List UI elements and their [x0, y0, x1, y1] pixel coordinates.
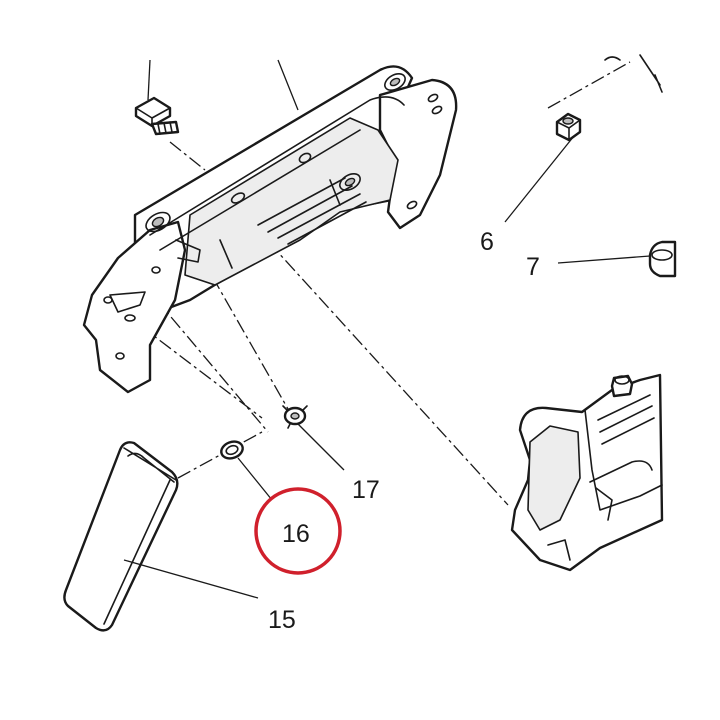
callout-6: 6: [480, 228, 494, 256]
callout-15: 15: [268, 606, 296, 634]
leader-lines: [123, 59, 651, 599]
callout-17: 17: [352, 476, 380, 504]
washer-part: [220, 440, 244, 460]
nut-part: [555, 112, 582, 142]
lever-housing-part: [510, 373, 664, 572]
highlight-circle: [254, 487, 342, 575]
partial-top-right-part: [604, 54, 663, 93]
grommet-part: [648, 240, 677, 278]
bracket-assembly: [82, 65, 458, 394]
bolt-part: [134, 96, 180, 136]
clip-part: [282, 405, 308, 429]
callout-7: 7: [526, 253, 540, 281]
callout-16: 16: [282, 520, 310, 548]
pad-part: [63, 441, 179, 632]
